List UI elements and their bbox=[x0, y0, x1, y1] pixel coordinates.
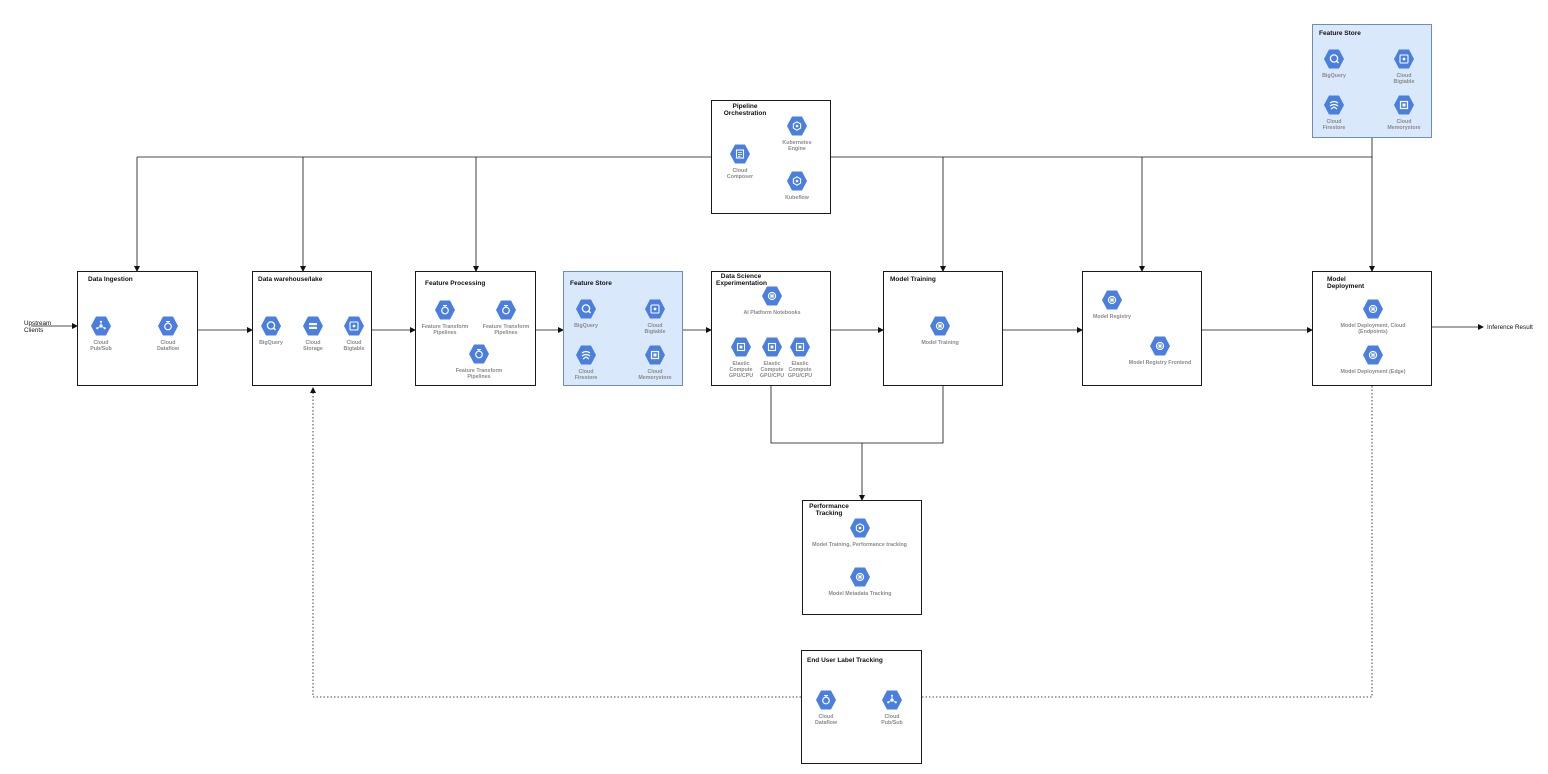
compute-icon bbox=[789, 336, 811, 358]
group-title: Model Deployment bbox=[1327, 276, 1365, 290]
deployment-edge-node[interactable]: Model Deployment (Edge) bbox=[1323, 344, 1423, 375]
kubernetes-engine-icon bbox=[786, 115, 808, 137]
cloud-composer-node[interactable]: Cloud Composer bbox=[705, 143, 775, 180]
deployment-cloud-node[interactable]: Model Deployment, Cloud (Endpoints) bbox=[1323, 298, 1423, 335]
group-title: Pipeline Orchestration bbox=[723, 103, 767, 117]
fp-pipeline-1-node[interactable]: Feature Transform Pipelines bbox=[410, 299, 480, 336]
model-registry-frontend-node[interactable]: Model Registry Frontend bbox=[1115, 335, 1205, 366]
tracking-icon bbox=[849, 517, 871, 539]
model-registry-node[interactable]: Model Registry bbox=[1077, 289, 1147, 320]
ai-platform-icon bbox=[1149, 335, 1171, 357]
feature-store-mid-group: Feature Store bbox=[563, 271, 683, 386]
bigquery-icon bbox=[575, 298, 597, 320]
fs-mid-firestore-node[interactable]: Cloud Firestore bbox=[551, 344, 621, 381]
feature-processing-group: Feature Processing bbox=[415, 271, 536, 386]
fp-pipeline-3-node[interactable]: Feature Transform Pipelines bbox=[444, 343, 514, 380]
fs-top-firestore-node[interactable]: Cloud Firestore bbox=[1299, 94, 1369, 131]
feature-store-top-group: Feature Store bbox=[1312, 24, 1432, 138]
gpu-cpu-1-node[interactable]: Elastic Compute GPU/CPU bbox=[721, 336, 761, 379]
ai-platform-icon bbox=[1362, 298, 1384, 320]
group-title: Feature Store bbox=[570, 280, 612, 287]
kubeflow-node[interactable]: Kubeflow bbox=[762, 170, 832, 201]
model-registry-group bbox=[1082, 271, 1202, 386]
model-training-node[interactable]: Model Training bbox=[905, 315, 975, 346]
ds-training-bracket bbox=[770, 386, 944, 444]
upstream-clients-label: Upstream Clients bbox=[24, 320, 52, 334]
ingestion-dataflow-node[interactable]: Cloud Dataflow bbox=[133, 315, 203, 352]
firestore-icon bbox=[575, 344, 597, 366]
ai-platform-icon bbox=[1101, 289, 1123, 311]
kubernetes-engine-node[interactable]: Kubernetes Engine bbox=[762, 115, 832, 152]
ai-platform-icon bbox=[849, 566, 871, 588]
group-title: Data Ingestion bbox=[88, 276, 133, 283]
fp-pipeline-2-node[interactable]: Feature Transform Pipelines bbox=[471, 299, 541, 336]
metadata-tracking-node[interactable]: Model Metadata Tracking bbox=[810, 566, 910, 597]
end-user-dataflow-node[interactable]: Cloud Dataflow bbox=[791, 689, 861, 726]
bigquery-icon bbox=[1323, 48, 1345, 70]
cloud-composer-icon bbox=[729, 143, 751, 165]
fs-mid-bigquery-node[interactable]: BigQuery bbox=[551, 298, 621, 329]
ai-platform-icon bbox=[761, 285, 783, 307]
end-user-pubsub-node[interactable]: Cloud Pub/Sub bbox=[857, 689, 927, 726]
dataflow-icon bbox=[815, 689, 837, 711]
memorystore-icon bbox=[1393, 94, 1415, 116]
warehouse-storage-node[interactable]: Cloud Storage bbox=[278, 315, 348, 352]
warehouse-bigtable-node[interactable]: Cloud Bigtable bbox=[319, 315, 389, 352]
warehouse-bigquery-node[interactable]: BigQuery bbox=[236, 315, 306, 346]
gpu-cpu-2-node[interactable]: Elastic Compute GPU/CPU bbox=[752, 336, 792, 379]
fs-mid-bigtable-node[interactable]: Cloud Bigtable bbox=[620, 298, 690, 335]
model-deployment-group: Model Deployment bbox=[1312, 271, 1432, 386]
dataflow-icon bbox=[434, 299, 456, 321]
compute-icon bbox=[761, 336, 783, 358]
bigtable-icon bbox=[343, 315, 365, 337]
ai-platform-icon bbox=[1362, 344, 1384, 366]
dataflow-icon bbox=[468, 343, 490, 365]
fs-mid-memorystore-node[interactable]: Cloud Memorystore bbox=[620, 344, 690, 381]
firestore-icon bbox=[1323, 94, 1345, 116]
kubeflow-icon bbox=[786, 170, 808, 192]
pubsub-icon bbox=[90, 315, 112, 337]
cloud-storage-icon bbox=[302, 315, 324, 337]
deployment-to-end-user-feedback bbox=[922, 386, 1373, 698]
ingestion-pubsub-node[interactable]: Cloud Pub/Sub bbox=[66, 315, 136, 352]
perf-tracking-node[interactable]: Model Training, Performance tracking bbox=[802, 517, 917, 548]
dataflow-icon bbox=[157, 315, 179, 337]
gpu-cpu-3-node[interactable]: Elastic Compute GPU/CPU bbox=[780, 336, 820, 379]
pubsub-icon bbox=[881, 689, 903, 711]
bigtable-icon bbox=[644, 298, 666, 320]
end-user-to-warehouse-feedback bbox=[310, 387, 801, 698]
group-title: Data warehouse/lake bbox=[258, 276, 323, 283]
group-title: Feature Processing bbox=[425, 280, 486, 287]
group-title: Model Training bbox=[890, 276, 936, 283]
ai-platform-notebooks-node[interactable]: AI Platform Notebooks bbox=[727, 285, 817, 316]
fs-top-bigquery-node[interactable]: BigQuery bbox=[1299, 48, 1369, 79]
compute-icon bbox=[730, 336, 752, 358]
ai-platform-icon bbox=[929, 315, 951, 337]
group-title: Feature Store bbox=[1319, 30, 1361, 37]
pipeline-orchestration-group: Pipeline Orchestration bbox=[711, 100, 831, 214]
group-title: End User Label Tracking bbox=[807, 657, 883, 664]
inference-result-label: Inference Result bbox=[1487, 324, 1533, 331]
memorystore-icon bbox=[644, 344, 666, 366]
dataflow-icon bbox=[495, 299, 517, 321]
fs-top-bigtable-node[interactable]: Cloud Bigtable bbox=[1369, 48, 1439, 85]
fs-top-memorystore-node[interactable]: Cloud Memorystore bbox=[1369, 94, 1439, 131]
bigquery-icon bbox=[260, 315, 282, 337]
group-title: Performance Tracking bbox=[809, 503, 849, 517]
group-title: Data Science Experimentation bbox=[716, 273, 767, 287]
bigtable-icon bbox=[1393, 48, 1415, 70]
